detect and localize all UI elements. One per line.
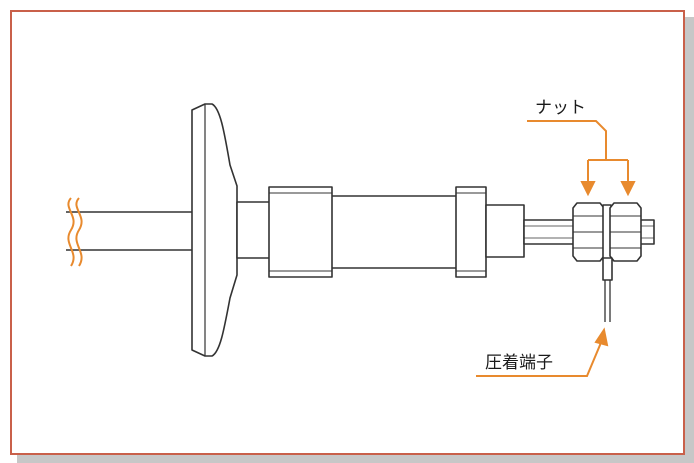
neck: [236, 201, 273, 259]
step-section: [485, 204, 525, 258]
terminal-wire: [604, 280, 611, 322]
break-mark-icon: [67, 197, 83, 267]
nut-left-face: [573, 215, 604, 249]
crimp-terminal-callout: [476, 327, 609, 377]
bolt-assembly: [66, 103, 655, 357]
nut-label: ナット: [535, 98, 586, 118]
nut-right-face: [610, 215, 641, 249]
left-collar-band: [269, 192, 332, 272]
nut-callout: [527, 120, 636, 197]
right-collar-band: [456, 192, 486, 272]
shaft: [66, 211, 200, 251]
crimp-terminal-label: 圧着端子: [485, 353, 553, 373]
body-cylinder: [329, 195, 459, 269]
right-collar: [455, 186, 487, 278]
left-collar: [268, 186, 333, 278]
terminal-barrel: [602, 257, 613, 281]
